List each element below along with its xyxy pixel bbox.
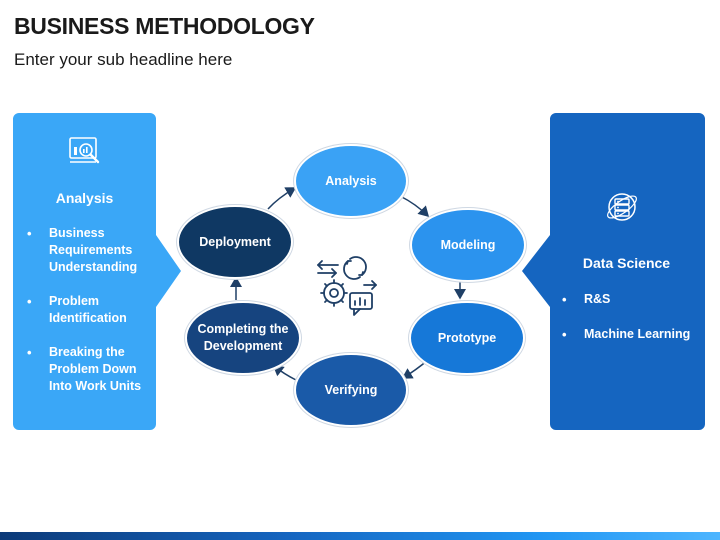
arrow-verifying-to-completing	[272, 365, 297, 381]
analysis-list: Business Requirements Understanding Prob…	[27, 225, 157, 412]
list-item: Problem Identification	[27, 293, 157, 327]
cycle-node-modeling: Modeling	[410, 208, 526, 282]
data-science-panel: Data Science R&S Machine Learning	[520, 113, 705, 430]
list-item: Machine Learning	[562, 326, 702, 343]
data-science-list: R&S Machine Learning	[562, 291, 702, 361]
database-globe-icon	[607, 193, 637, 221]
data-science-panel-shape	[522, 113, 705, 430]
cycle-node-verifying: Verifying	[294, 353, 408, 427]
list-item: Breaking the Problem Down Into Work Unit…	[27, 344, 157, 395]
arrow-deployment-to-analysis	[267, 187, 297, 210]
cycle-node-completing-development: Completing the Development	[185, 301, 301, 375]
data-science-panel-heading: Data Science	[582, 255, 671, 271]
analysis-panel-heading: Analysis	[55, 190, 114, 206]
cycle-node-prototype: Prototype	[409, 301, 525, 375]
cycle-node-deployment: Deployment	[177, 205, 293, 279]
cycle-node-analysis: Analysis	[294, 144, 408, 218]
arrow-analysis-to-modeling	[399, 195, 430, 218]
footer-accent-bar	[0, 532, 720, 540]
page-subtitle: Enter your sub headline here	[14, 50, 233, 69]
magnifier-chart-icon	[69, 137, 100, 164]
analysis-panel: Analysis Business Requirements Understan…	[13, 113, 183, 430]
gears-process-icon	[317, 256, 377, 316]
page-title: BUSINESS METHODOLOGY	[14, 13, 315, 39]
list-item: Business Requirements Understanding	[27, 225, 157, 276]
list-item: R&S	[562, 291, 702, 308]
